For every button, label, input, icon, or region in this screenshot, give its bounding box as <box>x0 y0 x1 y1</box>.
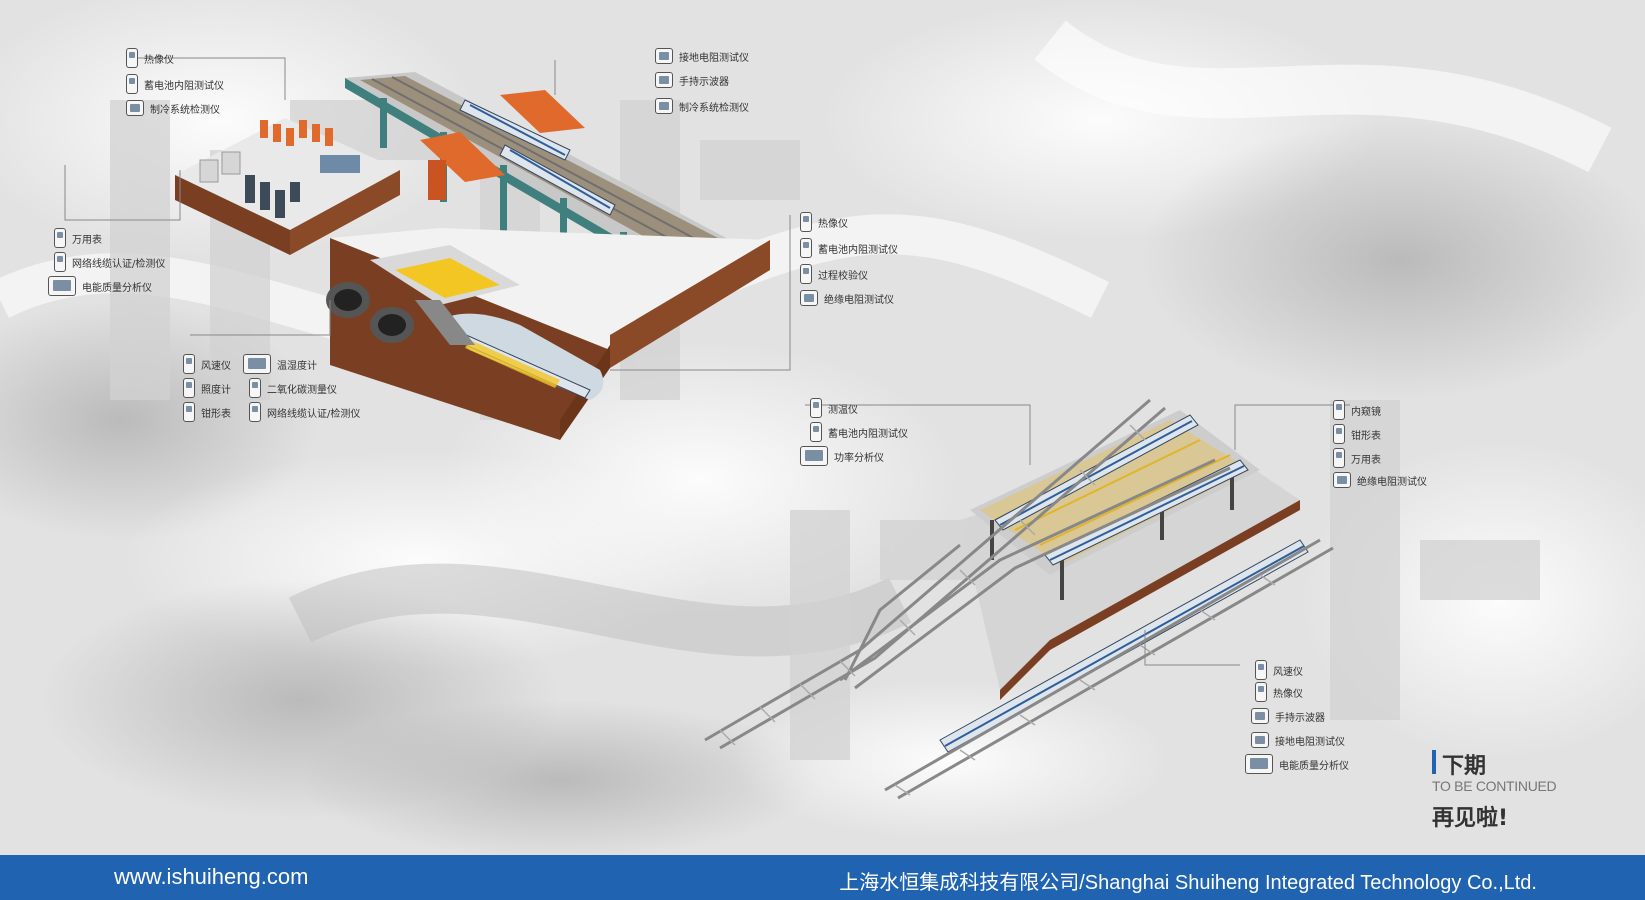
endoscope-icon <box>1333 400 1345 420</box>
next-issue-title: 下期 <box>1442 754 1487 779</box>
next-issue-farewell: 再见啦! <box>1432 806 1509 831</box>
anemometer-icon <box>1255 660 1267 680</box>
label-power-quality-analyzer: 电能质量分析仪 <box>1279 760 1349 772</box>
thermometer-icon <box>810 398 822 418</box>
insulation-tester-icon <box>1333 472 1351 488</box>
thermal-camera-icon <box>126 48 138 68</box>
label-thermal-camera: 热像仪 <box>1273 688 1303 700</box>
co2-meter-icon <box>249 378 261 398</box>
label-power-analyzer: 功率分析仪 <box>834 452 884 464</box>
anemometer-icon <box>183 354 195 374</box>
hygrometer-icon <box>243 354 271 374</box>
metro-depot-illustration <box>704 398 1334 800</box>
clamp-meter-icon <box>183 402 195 422</box>
label-thermometer: 测温仪 <box>828 404 858 416</box>
metro-station-illustration <box>175 72 770 440</box>
accent-bar <box>1432 750 1436 774</box>
network-cable-tester-icon <box>54 252 66 272</box>
label-process-calibrator: 过程校验仪 <box>818 270 868 282</box>
power-quality-analyzer-icon <box>1245 754 1273 774</box>
battery-tester-icon <box>810 422 822 442</box>
thermal-camera-icon <box>800 212 812 232</box>
label-anemometer: 风速仪 <box>201 360 231 372</box>
label-lux-meter: 照度计 <box>201 384 231 396</box>
refrigeration-tester-icon <box>126 100 144 116</box>
label-clamp-meter: 钳形表 <box>1351 430 1381 442</box>
battery-tester-icon <box>800 238 812 258</box>
multimeter-icon <box>1333 448 1345 468</box>
label-thermal-camera: 热像仪 <box>818 218 848 230</box>
earth-resistance-tester-icon <box>655 48 673 64</box>
label-thermal-camera: 热像仪 <box>144 54 174 66</box>
next-issue-subtitle: TO BE CONTINUED <box>1432 778 1557 794</box>
power-quality-analyzer-icon <box>48 276 76 296</box>
handheld-oscilloscope-icon <box>655 72 673 88</box>
label-multimeter: 万用表 <box>1351 454 1381 466</box>
lux-meter-icon <box>183 378 195 398</box>
label-insulation-tester: 绝缘电阻测试仪 <box>1357 476 1427 488</box>
refrigeration-tester-icon <box>655 98 673 114</box>
process-calibrator-icon <box>800 264 812 284</box>
label-handheld-oscilloscope: 手持示波器 <box>679 76 729 88</box>
company-name: 上海水恒集成科技有限公司/Shanghai Shuiheng Integrate… <box>839 872 1537 894</box>
website-link[interactable]: www.ishuiheng.com <box>114 864 309 889</box>
label-battery-tester: 蓄电池内阻测试仪 <box>828 428 908 440</box>
thermal-camera-icon <box>1255 682 1267 702</box>
insulation-tester-icon <box>800 290 818 306</box>
label-refrigeration-tester: 制冷系统检测仪 <box>150 104 220 116</box>
label-battery-tester: 蓄电池内阻测试仪 <box>144 80 224 92</box>
clamp-meter-icon <box>1333 424 1345 444</box>
label-earth-resistance-tester: 接地电阻测试仪 <box>1275 736 1345 748</box>
label-power-quality-analyzer: 电能质量分析仪 <box>82 282 152 294</box>
leader-lines <box>64 57 1350 666</box>
label-hygrometer: 温湿度计 <box>277 360 317 372</box>
battery-tester-icon <box>126 74 138 94</box>
handheld-oscilloscope-icon <box>1251 708 1269 724</box>
network-cable-tester-icon <box>249 402 261 422</box>
label-clamp-meter: 钳形表 <box>201 408 231 420</box>
label-anemometer: 风速仪 <box>1273 666 1303 678</box>
label-earth-resistance-tester: 接地电阻测试仪 <box>679 52 749 64</box>
label-network-cable-tester: 网络线缆认证/检测仪 <box>267 408 361 420</box>
label-network-cable-tester: 网络线缆认证/检测仪 <box>72 258 166 270</box>
label-insulation-tester: 绝缘电阻测试仪 <box>824 294 894 306</box>
label-endoscope: 内窥镜 <box>1351 406 1381 418</box>
label-refrigeration-tester: 制冷系统检测仪 <box>679 102 749 114</box>
label-multimeter: 万用表 <box>72 234 102 246</box>
earth-resistance-tester-icon <box>1251 732 1269 748</box>
label-battery-tester: 蓄电池内阻测试仪 <box>818 244 898 256</box>
footer-bar: www.ishuiheng.com 上海水恒集成科技有限公司/Shanghai … <box>0 855 1645 900</box>
power-analyzer-icon <box>800 446 828 466</box>
label-handheld-oscilloscope: 手持示波器 <box>1275 712 1325 724</box>
multimeter-icon <box>54 228 66 248</box>
label-co2-meter: 二氧化碳测量仪 <box>267 384 337 396</box>
